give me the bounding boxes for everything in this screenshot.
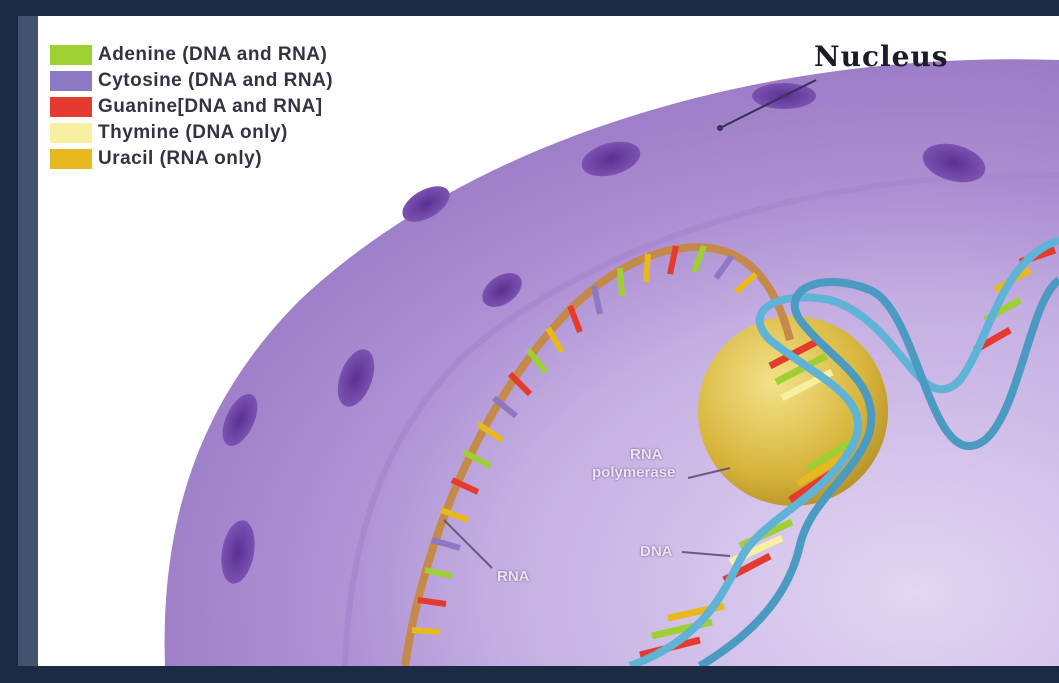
- rna-base: [412, 630, 440, 632]
- legend-label: Cytosine (DNA and RNA): [98, 70, 333, 92]
- legend-item-guanine: Guanine[DNA and RNA]: [50, 94, 364, 120]
- rna-polymerase-label-line2: polymerase: [592, 464, 675, 481]
- legend-swatch: [50, 45, 92, 65]
- legend-item-thymine: Thymine (DNA only): [50, 120, 364, 146]
- nucleus-label: Nucleus: [814, 40, 949, 73]
- legend-label: Guanine[DNA and RNA]: [98, 96, 323, 118]
- legend-label: Thymine (DNA only): [98, 122, 288, 144]
- legend-label: Uracil (RNA only): [98, 148, 262, 170]
- nucleus-leader-dot: [717, 125, 723, 131]
- rna-polymerase-label-line1: RNA: [630, 446, 663, 463]
- legend-label: Adenine (DNA and RNA): [98, 44, 327, 66]
- legend-swatch: [50, 123, 92, 143]
- rna-polymerase: [698, 316, 888, 506]
- legend-item-uracil: Uracil (RNA only): [50, 146, 364, 172]
- legend-swatch: [50, 97, 92, 117]
- legend-item-adenine: Adenine (DNA and RNA): [50, 42, 364, 68]
- dna-label: DNA: [640, 543, 673, 560]
- rna-base: [418, 600, 446, 604]
- bottom-frame: [0, 666, 1059, 683]
- legend-swatch: [50, 149, 92, 169]
- left-edge-shadow: [18, 16, 38, 666]
- rna-base: [620, 268, 622, 296]
- legend-item-cytosine: Cytosine (DNA and RNA): [50, 68, 364, 94]
- legend: Adenine (DNA and RNA) Cytosine (DNA and …: [42, 36, 372, 180]
- rna-label: RNA: [497, 568, 530, 585]
- legend-swatch: [50, 71, 92, 91]
- rna-base: [646, 254, 648, 282]
